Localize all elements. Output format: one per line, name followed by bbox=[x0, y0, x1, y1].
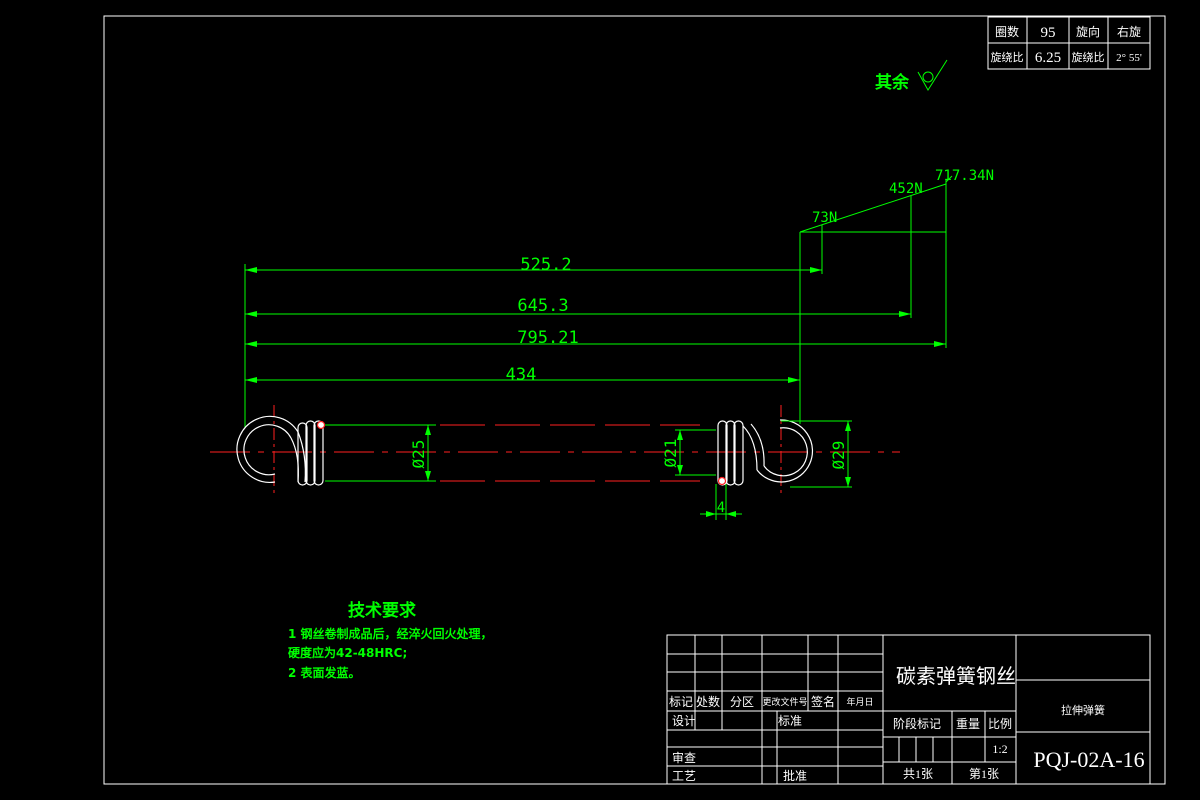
tech-line-3: 2 表面发蓝。 bbox=[288, 665, 361, 680]
force-label-3: 717.34N bbox=[935, 168, 994, 184]
tech-line-2: 硬度应为42-48HRC; bbox=[288, 645, 407, 660]
force-label-2: 452N bbox=[889, 181, 923, 197]
direction-value: 右旋 bbox=[1117, 24, 1141, 39]
helix-label: 旋绕比 bbox=[1072, 50, 1105, 64]
roughness-symbol-icon bbox=[917, 59, 948, 91]
stage-mark-label: 阶段标记 bbox=[893, 716, 941, 731]
roughness-note: 其余 bbox=[875, 72, 910, 93]
scale-label: 比例 bbox=[988, 717, 1012, 731]
helix-value: 2° 55' bbox=[1116, 52, 1142, 64]
col-count: 处数 bbox=[696, 694, 720, 709]
force-label-1: 73N bbox=[812, 210, 837, 226]
row-process: 工艺 bbox=[672, 769, 696, 783]
length-dimensions bbox=[244, 264, 946, 428]
col-change-doc: 更改文件号 bbox=[762, 696, 807, 707]
right-coils bbox=[717, 420, 744, 486]
sheet-number: 第1张 bbox=[969, 767, 999, 781]
dimension-795: 795.21 bbox=[517, 328, 578, 348]
dimension-525: 525.2 bbox=[520, 255, 571, 275]
left-coils bbox=[297, 420, 326, 486]
scale-value: 1:2 bbox=[992, 742, 1007, 756]
tech-title: 技术要求 bbox=[348, 600, 416, 621]
col-zone: 分区 bbox=[730, 695, 754, 709]
right-hook bbox=[742, 419, 814, 483]
coils-value: 95 bbox=[1041, 25, 1056, 41]
drawing-number: PQJ-02A-16 bbox=[1033, 747, 1144, 772]
coils-label: 圈数 bbox=[995, 24, 1019, 39]
dimension-wire: 4 bbox=[717, 500, 725, 516]
row-design: 设计 bbox=[672, 714, 696, 728]
parameter-table bbox=[987, 16, 1151, 70]
force-diagram bbox=[799, 175, 953, 424]
weight-label: 重量 bbox=[956, 717, 980, 731]
dimension-434: 434 bbox=[506, 365, 537, 385]
direction-label: 旋向 bbox=[1076, 24, 1100, 39]
row-approve: 批准 bbox=[783, 768, 807, 783]
dimension-arrows bbox=[245, 267, 946, 383]
part-name: 拉伸弹簧 bbox=[1061, 703, 1105, 717]
dimension-d21: Ø21 bbox=[661, 439, 680, 468]
title-block bbox=[666, 634, 1151, 785]
diameter-dimensions bbox=[325, 420, 852, 520]
col-date: 年月日 bbox=[846, 696, 873, 707]
row-standard: 标准 bbox=[778, 714, 802, 728]
dimension-d25: Ø25 bbox=[409, 440, 428, 469]
spring-index-value: 6.25 bbox=[1035, 50, 1061, 66]
tech-line-1: 1 钢丝卷制成品后，经淬火回火处理， bbox=[288, 626, 493, 641]
spring-index-label: 旋绕比 bbox=[991, 50, 1024, 64]
drawing-frame bbox=[103, 15, 1166, 785]
dimension-d29: Ø29 bbox=[829, 441, 848, 470]
row-review: 审查 bbox=[672, 750, 696, 765]
col-mark: 标记 bbox=[669, 695, 693, 709]
left-hook bbox=[236, 415, 306, 483]
diameter-arrows bbox=[425, 421, 851, 517]
col-signature: 签名 bbox=[811, 694, 835, 709]
material-name: 碳素弹簧钢丝 bbox=[896, 665, 1016, 688]
dimension-645: 645.3 bbox=[517, 296, 568, 316]
total-sheets: 共1张 bbox=[903, 767, 933, 781]
